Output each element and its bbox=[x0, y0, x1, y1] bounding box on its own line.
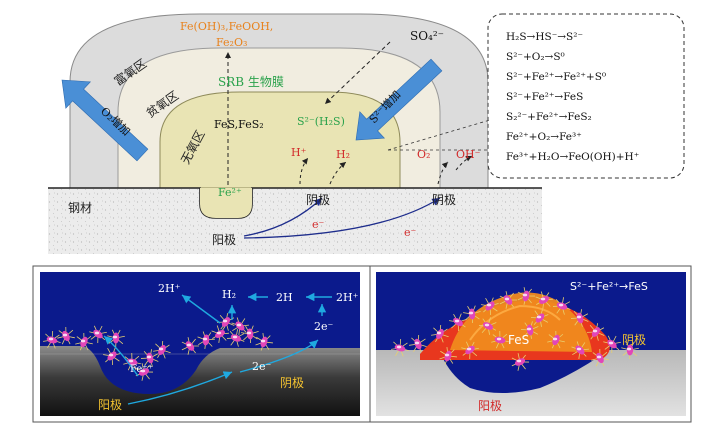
bacterium-icon bbox=[57, 326, 75, 345]
bacterium-icon bbox=[241, 325, 259, 344]
h2-label: H₂ bbox=[336, 148, 350, 161]
bacterium-icon bbox=[603, 335, 621, 354]
anode-label: 阳极 bbox=[212, 233, 236, 247]
bacterium-icon bbox=[391, 338, 409, 357]
srb-biofilm-label: SRB 生物膜 bbox=[218, 75, 284, 89]
bacterium-icon bbox=[499, 291, 518, 309]
bottom-frame bbox=[32, 265, 692, 423]
reaction-line: Fe³⁺+H₂O→FeO(OH)+H⁺ bbox=[506, 151, 639, 163]
bacterium-icon bbox=[621, 341, 639, 360]
reaction-line: Fe²⁺+O₂→Fe³⁺ bbox=[506, 131, 582, 143]
bacterium-icon bbox=[535, 291, 553, 309]
bacterium-icon bbox=[586, 323, 605, 341]
steel-base bbox=[48, 188, 542, 254]
bacterium-icon bbox=[140, 349, 159, 367]
left-e-mid: 2e⁻ bbox=[252, 360, 272, 373]
bacterium-icon bbox=[153, 340, 171, 359]
left-2h: 2H bbox=[276, 291, 293, 304]
left-cathode: 阴极 bbox=[280, 376, 304, 390]
steel-label: 钢材 bbox=[68, 201, 92, 215]
bacterium-icon bbox=[431, 324, 449, 343]
fes-fes2-label: FeS,FeS₂ bbox=[214, 118, 264, 131]
bacterium-icon bbox=[591, 348, 609, 367]
bacterium-icon bbox=[226, 329, 245, 347]
bacterium-icon bbox=[216, 313, 235, 331]
bacterium-icon bbox=[75, 332, 93, 351]
reaction-line: S₂²⁻+Fe²⁺→FeS₂ bbox=[506, 111, 592, 123]
bacterium-icon bbox=[530, 309, 549, 327]
left-fe: Fe⁺⁺ bbox=[130, 364, 153, 375]
h-plus-label: H⁺ bbox=[291, 146, 307, 159]
left-2h-plus-a: 2H⁺ bbox=[158, 282, 181, 295]
electron-label-2: e⁻ bbox=[404, 226, 417, 239]
anode-pit-right bbox=[440, 352, 600, 393]
reaction-list: H₂S→HS⁻→S²⁻ S²⁻+O₂→S⁰ S²⁻+Fe²⁺→Fe²⁺+S⁰ S… bbox=[506, 31, 639, 163]
bacterium-icon bbox=[511, 353, 530, 371]
bacterium-icon bbox=[439, 347, 457, 365]
reaction-box bbox=[487, 13, 685, 179]
reaction-line: S²⁻+Fe²⁺→Fe²⁺+S⁰ bbox=[506, 71, 606, 83]
o2-increase-arrow bbox=[61, 79, 149, 162]
s2-h2s-label: S²⁻(H₂S) bbox=[297, 115, 345, 128]
bacteria-cluster bbox=[391, 287, 639, 371]
bacterium-icon bbox=[463, 305, 481, 324]
fe-oxides-label: Fe(OH)₃,FeOOH, bbox=[180, 20, 273, 33]
bacteria-cluster bbox=[43, 313, 273, 381]
left-2h-plus-b: 2H⁺ bbox=[336, 291, 359, 304]
cathode-label-2: 阴极 bbox=[432, 193, 456, 207]
bacterium-icon bbox=[103, 347, 121, 366]
corrosion-pit bbox=[200, 188, 252, 218]
bacterium-icon bbox=[478, 317, 497, 335]
reaction-line: S²⁻+Fe²⁺→FeS bbox=[506, 91, 583, 103]
right-anode: 阳极 bbox=[478, 399, 502, 413]
right-cathode: 阴极 bbox=[622, 333, 646, 347]
bacterium-icon bbox=[481, 297, 499, 316]
bacterium-icon bbox=[552, 297, 571, 315]
bacterium-icon bbox=[570, 309, 589, 327]
right-fes: FeS bbox=[508, 333, 529, 347]
bacterium-icon bbox=[461, 341, 479, 360]
left-e-top: 2e⁻ bbox=[314, 320, 334, 333]
bacterium-icon bbox=[409, 334, 427, 353]
bacterium-icon bbox=[547, 330, 565, 349]
bacterium-icon bbox=[255, 333, 273, 351]
right-reaction: S²⁻+Fe²⁺→FeS bbox=[570, 280, 648, 293]
bacterium-icon bbox=[231, 317, 249, 335]
electron-label-1: e⁻ bbox=[312, 218, 325, 231]
bacterium-icon bbox=[89, 325, 107, 344]
cathode-label-1: 阴极 bbox=[306, 193, 330, 207]
bacterium-icon bbox=[181, 337, 200, 355]
fe2o3-label: Fe₂O₃ bbox=[216, 36, 247, 49]
left-h2: H₂ bbox=[222, 288, 236, 301]
bacterium-icon bbox=[449, 313, 467, 332]
bacterium-icon bbox=[197, 331, 215, 349]
steel-surface-left bbox=[40, 346, 360, 416]
bacterium-icon bbox=[517, 287, 536, 305]
bacterium-icon bbox=[211, 325, 229, 343]
fe2-label: Fe²⁺ bbox=[218, 186, 242, 199]
bacterium-icon bbox=[571, 341, 589, 359]
bacterium-icon bbox=[43, 330, 61, 349]
left-panel: 2H⁺ H₂ 2H 2H⁺ 2e⁻ 2e⁻ Fe⁺⁺ 阴极 阳极 bbox=[40, 272, 360, 416]
o2-label: O₂ bbox=[417, 148, 430, 161]
so4-label: SO₄²⁻ bbox=[410, 29, 444, 43]
oh-label: OH⁻ bbox=[456, 148, 481, 161]
reaction-line: S²⁻+O₂→S⁰ bbox=[506, 51, 565, 63]
right-panel: S²⁻+Fe²⁺→FeS FeS 阴极 阳极 bbox=[376, 272, 686, 416]
bacterium-icon bbox=[491, 330, 509, 349]
reaction-line: H₂S→HS⁻→S²⁻ bbox=[506, 31, 583, 43]
bacterium-icon bbox=[135, 363, 154, 381]
bacterium-icon bbox=[520, 321, 539, 339]
s-increase-arrow bbox=[355, 58, 443, 141]
top-diagram: 富氧区 贫氧区 无氧区 SRB 生物膜 O₂增加 S²⁻增加 Fe(OH)₃,F… bbox=[48, 13, 685, 254]
left-anode: 阳极 bbox=[98, 398, 122, 412]
